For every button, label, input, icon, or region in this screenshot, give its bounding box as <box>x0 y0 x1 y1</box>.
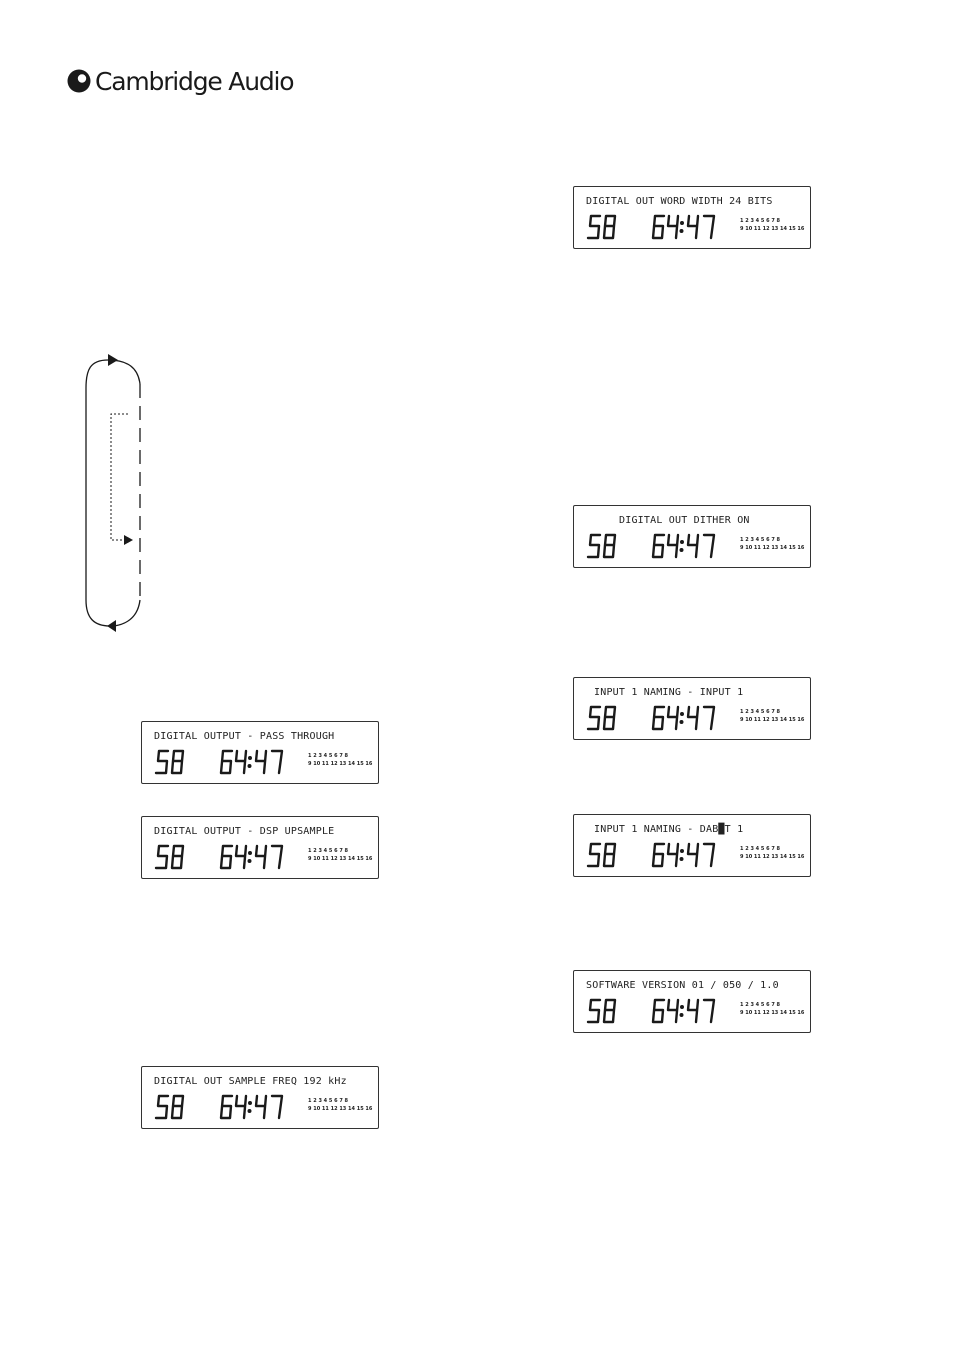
track-grid: 1 2 3 4 5 6 7 8 9 10 11 12 13 14 15 16 <box>740 1002 805 1016</box>
arrow-inner-icon <box>124 535 133 545</box>
lcd-message: INPUT 1 NAMING - INPUT 1 <box>594 687 744 698</box>
brand-name: Cambridge Audio <box>95 66 295 96</box>
lcd-message: SOFTWARE VERSION 01 / 050 / 1.0 <box>586 980 779 991</box>
track-grid: 1 2 3 4 5 6 7 8 9 10 11 12 13 14 15 16 <box>740 846 805 860</box>
track-grid: 1 2 3 4 5 6 7 8 9 10 11 12 13 14 15 16 <box>308 848 373 862</box>
lcd-message: DIGITAL OUT WORD WIDTH 24 BITS <box>586 196 773 207</box>
lcd-naming-input: INPUT 1 NAMING - INPUT 1 1 2 3 4 5 6 7 8… <box>573 677 811 740</box>
logo-mark-icon <box>67 69 91 93</box>
lcd-word-width: DIGITAL OUT WORD WIDTH 24 BITS 1 2 3 4 5… <box>573 186 811 249</box>
lcd-message: DIGITAL OUT SAMPLE FREQ 192 kHz <box>154 1076 347 1087</box>
lcd-message: DIGITAL OUT DITHER ON <box>619 515 750 526</box>
arrow-right-icon <box>108 354 118 366</box>
lcd-message: DIGITAL OUTPUT - DSP UPSAMPLE <box>154 826 335 837</box>
track-grid: 1 2 3 4 5 6 7 8 9 10 11 12 13 14 15 16 <box>740 709 805 723</box>
lcd-dsp-upsample: DIGITAL OUTPUT - DSP UPSAMPLE 1 2 3 4 5 … <box>141 816 379 879</box>
track-grid: 1 2 3 4 5 6 7 8 9 10 11 12 13 14 15 16 <box>308 1098 373 1112</box>
track-grid: 1 2 3 4 5 6 7 8 9 10 11 12 13 14 15 16 <box>740 537 805 551</box>
lcd-pass-through: DIGITAL OUTPUT - PASS THROUGH 1 2 3 4 5 … <box>141 721 379 784</box>
lcd-naming-dab: INPUT 1 NAMING - DAB█T 1 1 2 3 4 5 6 7 8… <box>573 814 811 877</box>
lcd-message: INPUT 1 NAMING - DAB█T 1 <box>594 824 744 835</box>
lcd-software-version: SOFTWARE VERSION 01 / 050 / 1.0 1 2 3 4 … <box>573 970 811 1033</box>
lcd-sample-freq: DIGITAL OUT SAMPLE FREQ 192 kHz 1 2 3 4 … <box>141 1066 379 1129</box>
menu-cycle-diagram <box>85 354 141 632</box>
arrow-left-icon <box>107 620 116 632</box>
lcd-dither: DIGITAL OUT DITHER ON 1 2 3 4 5 6 7 8 9 … <box>573 505 811 568</box>
track-grid: 1 2 3 4 5 6 7 8 9 10 11 12 13 14 15 16 <box>740 218 805 232</box>
brand-logo: Cambridge Audio <box>67 64 295 98</box>
lcd-message: DIGITAL OUTPUT - PASS THROUGH <box>154 731 335 742</box>
track-grid: 1 2 3 4 5 6 7 8 9 10 11 12 13 14 15 16 <box>308 753 373 767</box>
